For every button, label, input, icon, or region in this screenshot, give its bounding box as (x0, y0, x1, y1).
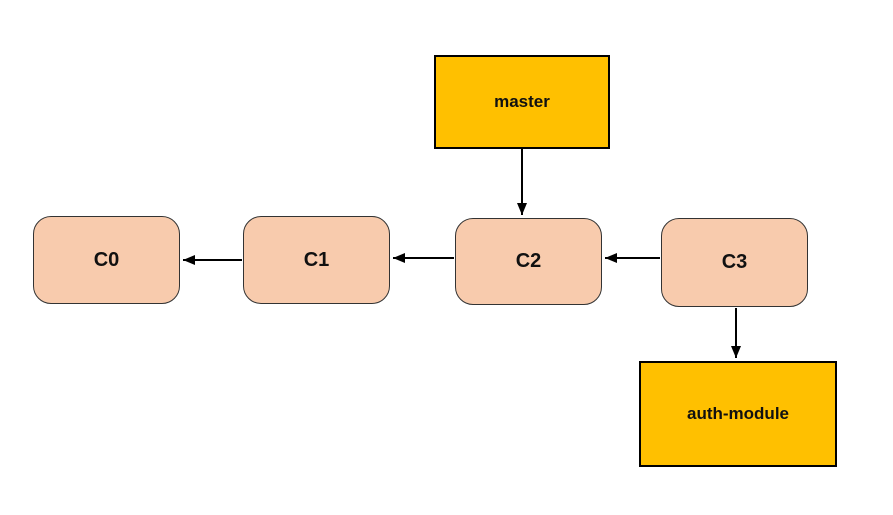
node-c3-label: C3 (721, 251, 748, 273)
node-auth-module-label: auth-module (687, 404, 789, 423)
node-commit-c0[interactable]: C0 (33, 216, 180, 304)
node-commit-c1[interactable]: C1 (243, 216, 390, 304)
node-master-branch-pointer[interactable]: master (434, 55, 610, 149)
node-c1-label: C1 (303, 248, 330, 271)
node-commit-c2[interactable]: C2 (455, 218, 602, 305)
node-master-label: master (494, 92, 550, 111)
node-c2-label: C2 (515, 250, 542, 272)
node-c0-label: C0 (93, 248, 120, 271)
node-commit-c3[interactable]: C3 (661, 218, 808, 307)
node-auth-module-branch-pointer[interactable]: auth-module (639, 361, 837, 467)
